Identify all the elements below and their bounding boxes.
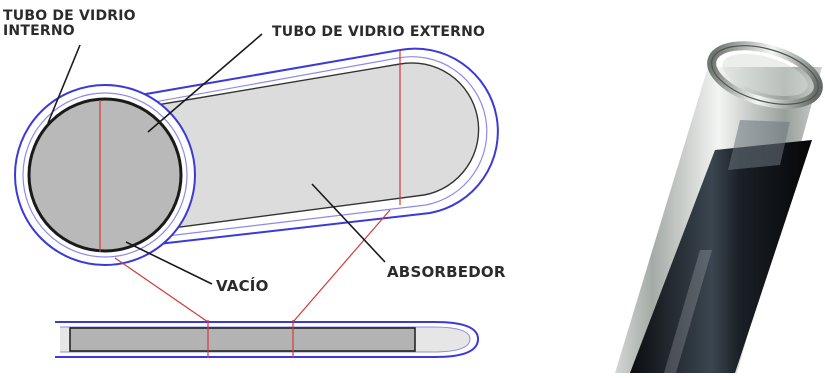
label-outer-tube: TUBO DE VIDRIO EXTERNO: [272, 24, 486, 40]
inner-glass-tube-section: [27, 97, 183, 253]
outer-glass-inner-edge: [109, 56, 488, 241]
label-inner-tube: TUBO DE VIDRIO INTERNO: [3, 9, 136, 38]
label-vacuum: VACÍO: [216, 277, 269, 295]
label-inner-tube-line2: INTERNO: [3, 22, 75, 39]
glass-tube-photo: [615, 41, 823, 373]
leader-lines: [47, 33, 386, 285]
label-absorber: ABSORBEDOR: [387, 263, 506, 281]
absorber-body: [114, 62, 480, 234]
outer-glass-end-ring-inner: [22, 92, 188, 258]
longitudinal-section: [55, 320, 480, 358]
label-inner-tube-line1: TUBO DE VIDRIO: [3, 8, 136, 24]
section-lines: [99, 50, 401, 323]
